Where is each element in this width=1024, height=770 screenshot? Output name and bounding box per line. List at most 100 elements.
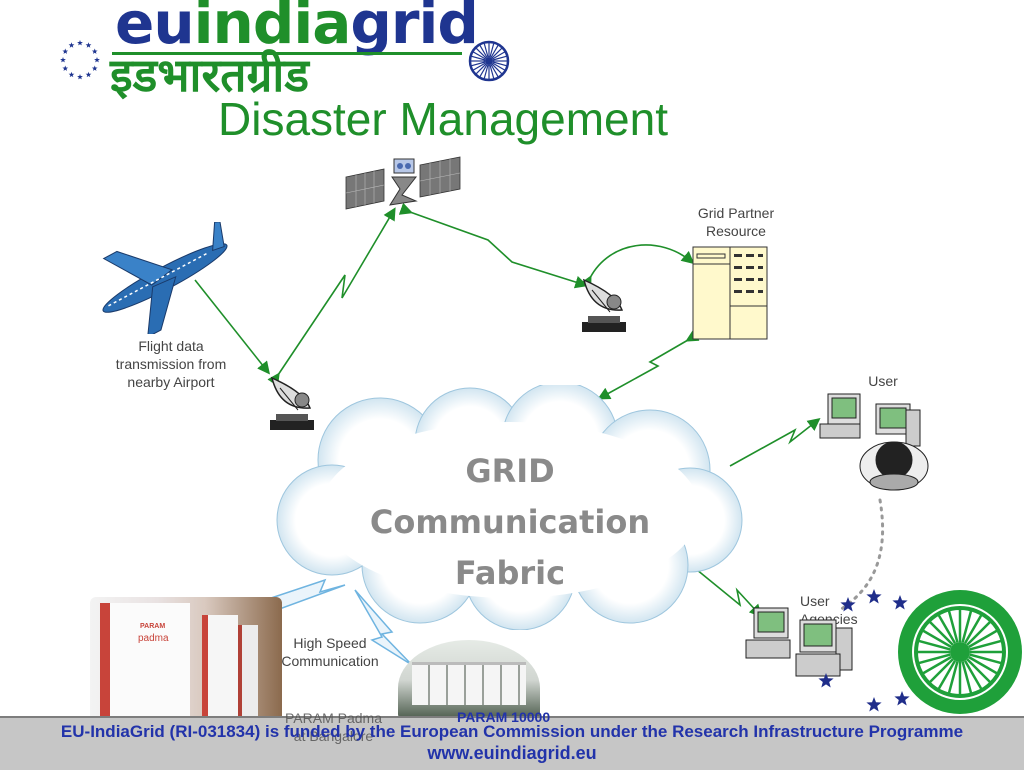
chakra-spoke (921, 655, 952, 676)
padma-brand-param: PARAM (140, 623, 166, 630)
satellite-dish-icon-right (582, 278, 626, 332)
chakra-spoke (471, 55, 486, 61)
cloud-line2: Communication (369, 503, 651, 541)
grid-partner-label-line2: Resource (706, 223, 766, 239)
chakra-spoke (936, 613, 957, 644)
ashoka-chakra-icon (468, 40, 510, 82)
grid-partner-label: Grid Partner Resource (676, 204, 796, 240)
chakra-spoke (483, 64, 489, 79)
star-shape (77, 74, 83, 80)
high-speed-label: High Speed Communication (268, 634, 392, 670)
chakra-spoke (475, 47, 487, 59)
star-shape (866, 589, 882, 604)
chakra-spoke (473, 51, 486, 60)
agency-computers-icon (745, 607, 853, 677)
padma-cabinet-1: PARAM padma (100, 603, 190, 721)
chakra-spoke (917, 639, 951, 651)
link-dish-satellite (267, 207, 396, 387)
page-title: Disaster Management (218, 93, 668, 145)
chakra-spoke (492, 55, 507, 61)
chakra-spoke (479, 45, 488, 58)
star-shape (840, 597, 856, 612)
logo-hindi: इडभारतग्रीड (110, 48, 309, 102)
user-agencies-line1: User (800, 593, 830, 609)
link-satellite-dish (398, 202, 589, 289)
chakra-spoke (947, 609, 959, 643)
param-10000-racks (412, 662, 526, 705)
chakra-spoke (968, 655, 999, 676)
chakra-spoke (489, 64, 495, 79)
user-label: User (868, 373, 898, 389)
airplane-icon (102, 222, 228, 334)
param-padma-caption-line2: at Bangalore (293, 728, 374, 744)
cloud-line3: Fabric (454, 554, 566, 592)
chakra-spoke (963, 660, 984, 691)
star-shape (94, 57, 100, 63)
chakra-spoke (917, 653, 951, 665)
satellite-icon (345, 156, 461, 210)
star-shape (62, 48, 69, 54)
ashoka-chakra-large-icon (898, 590, 1022, 714)
param-padma-photo: PARAM padma (90, 597, 282, 725)
chakra-spoke (968, 628, 999, 649)
cloud-line1: GRID (465, 452, 555, 490)
star-shape (894, 691, 910, 706)
chakra-spoke (490, 45, 499, 58)
server-rack-icon (692, 246, 768, 340)
logo-eu: eu (115, 0, 195, 57)
param-10000-photo (398, 640, 540, 720)
star-shape (818, 673, 834, 688)
chakra-spoke (483, 43, 489, 58)
star-shape (62, 65, 69, 71)
link-cloud-agencies (679, 555, 763, 618)
chakra-spoke (928, 620, 954, 646)
flight-data-label: Flight data transmission from nearby Air… (96, 337, 246, 391)
logo-india: india (193, 0, 352, 57)
chakra-spoke (921, 628, 952, 649)
chakra-spoke (490, 64, 499, 77)
flight-data-line1: Flight data (138, 338, 204, 354)
chakra-spoke (969, 653, 1003, 665)
chakra-spoke (961, 661, 973, 695)
param-10000-caption: PARAM 10000 (457, 709, 551, 725)
logo-grid: grid (350, 0, 479, 57)
chakra-spoke (928, 658, 954, 684)
chakra-spoke (492, 62, 505, 71)
star-shape (85, 42, 92, 48)
star-shape (91, 65, 98, 71)
link-plane-dish (194, 279, 270, 375)
param-padma-caption-line1: PARAM Padma (285, 710, 382, 726)
link-partner-cloud (597, 329, 700, 400)
star-shape (91, 48, 98, 54)
chakra-spoke (489, 43, 495, 58)
chakra-spoke (475, 63, 487, 75)
footer-funding-text: EU-IndiaGrid (RI-031834) is funded by th… (60, 722, 964, 741)
chakra-spoke (479, 64, 488, 77)
grid-partner-label-line1: Grid Partner (697, 205, 775, 221)
star-shape (60, 57, 66, 63)
grid-cloud-shape (276, 385, 743, 630)
footer-website-link[interactable]: www.euindiagrid.eu (427, 743, 597, 763)
chakra-spoke (961, 609, 973, 643)
logo-underline (112, 52, 462, 55)
cloud-label: GRID Communication Fabric (330, 446, 690, 599)
high-speed-line1: High Speed (293, 635, 367, 651)
chakra-spoke (966, 620, 992, 646)
link-cloud-user (729, 418, 821, 467)
star-shape (77, 40, 83, 46)
chakra-spoke (969, 639, 1003, 651)
chakra-spoke (963, 613, 984, 644)
chakra-spoke (491, 63, 503, 75)
chakra-spoke (947, 661, 959, 695)
star-shape (68, 71, 75, 78)
star-shape (866, 697, 882, 712)
user-computers-icon (819, 393, 929, 491)
link-dish-partner (579, 244, 695, 290)
chakra-spoke (491, 47, 503, 59)
chakra-spoke (471, 61, 486, 67)
chakra-spoke (492, 51, 505, 60)
satellite-dish-icon-left (270, 376, 314, 430)
chakra-spoke (473, 62, 486, 71)
chakra-spoke (492, 61, 507, 67)
chakra-spoke (966, 658, 992, 684)
